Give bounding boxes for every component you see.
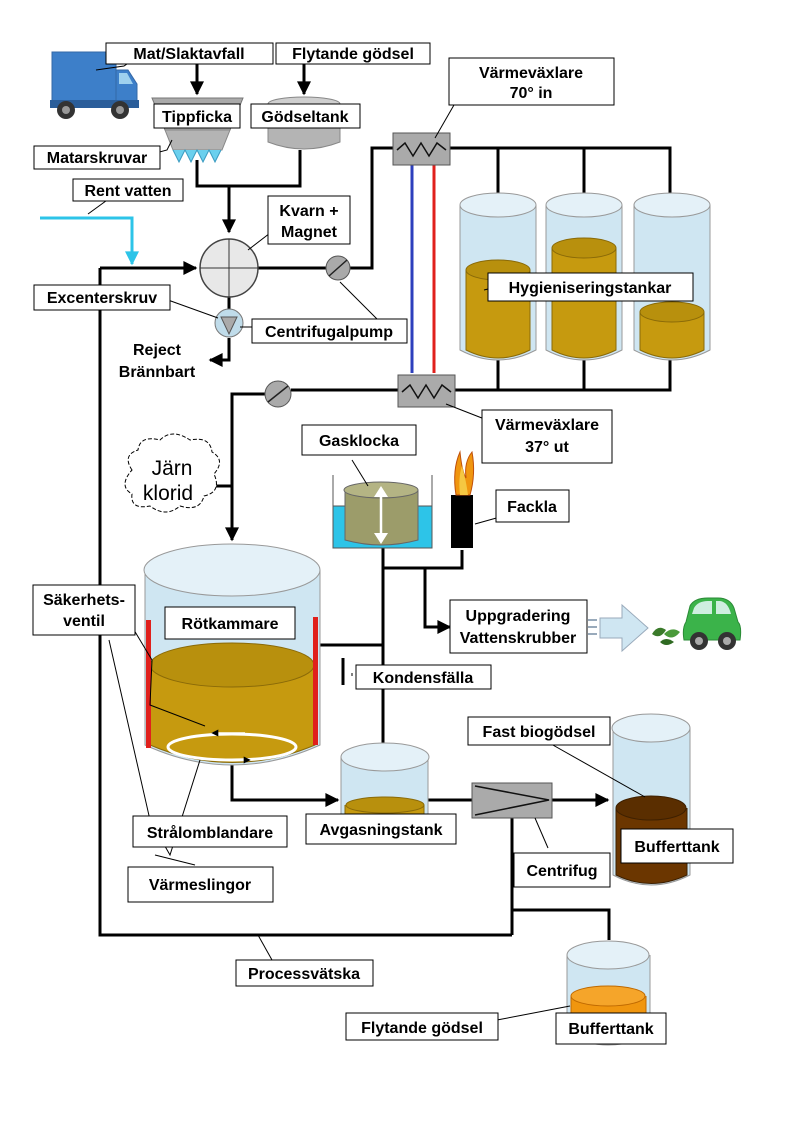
label-godseltank: Gödseltank: [250, 103, 361, 129]
svg-text:Säkerhets-: Säkerhets-: [43, 592, 125, 609]
label-tippficka: Tippficka: [153, 103, 241, 129]
leaf-icon: [652, 627, 680, 645]
label-matarskruvar: Matarskruvar: [33, 145, 161, 170]
svg-text:klorid: klorid: [143, 482, 193, 505]
label-fackla: Fackla: [495, 489, 570, 523]
svg-text:Uppgradering: Uppgradering: [466, 608, 571, 625]
label-stralomblandare: Strålomblandare: [132, 815, 288, 848]
svg-text:Flytande gödsel: Flytande gödsel: [292, 46, 414, 63]
svg-text:Flytande gödsel: Flytande gödsel: [361, 1020, 483, 1037]
svg-text:70° in: 70° in: [510, 85, 553, 102]
svg-text:37° ut: 37° ut: [525, 439, 569, 456]
svg-text:Fast biogödsel: Fast biogödsel: [483, 724, 596, 741]
svg-text:Reject: Reject: [133, 342, 182, 359]
label-varmevaxlare-70: Värmeväxlare 70° in: [448, 57, 615, 106]
svg-text:Vattenskrubber: Vattenskrubber: [460, 630, 576, 647]
label-kondensfalla: Kondensfälla: [355, 664, 492, 690]
svg-text:Järn: Järn: [152, 457, 193, 480]
svg-text:Brännbart: Brännbart: [119, 364, 196, 381]
svg-text:Centrifug: Centrifug: [526, 863, 597, 880]
label-bufferttank-2: Bufferttank: [555, 1012, 667, 1045]
label-rotkammare: Rötkammare: [164, 606, 296, 640]
label-varmeslingor: Värmeslingor: [127, 866, 274, 903]
svg-text:Fackla: Fackla: [507, 499, 557, 516]
label-flytande-godsel-bottom: Flytande gödsel: [345, 1012, 499, 1041]
heat-exchanger-70: [392, 132, 451, 166]
svg-text:Bufferttank: Bufferttank: [634, 839, 719, 856]
svg-text:Strålomblandare: Strålomblandare: [147, 824, 273, 842]
svg-text:Processvätska: Processvätska: [248, 966, 360, 983]
label-processvatska: Processvätska: [235, 959, 374, 987]
svg-text:Centrifugalpump: Centrifugalpump: [265, 324, 393, 341]
svg-text:Värmeslingor: Värmeslingor: [149, 877, 251, 894]
truck-icon: [50, 51, 139, 119]
centrifug-decanter: [471, 782, 553, 819]
kvarn-grinder: [199, 238, 259, 298]
svg-text:Mat/Slaktavfall: Mat/Slaktavfall: [133, 46, 244, 63]
label-uppgradering-vattenskrubber: Uppgradering Vattenskrubber: [449, 599, 588, 654]
car-icon: [682, 597, 742, 650]
label-avgasningstank: Avgasningstank: [305, 813, 457, 845]
svg-text:Värmeväxlare: Värmeväxlare: [495, 417, 599, 434]
label-hygieniseringstankar: Hygieniseringstankar: [487, 272, 694, 302]
rotkammare-digester: [143, 543, 321, 766]
svg-text:Gödseltank: Gödseltank: [261, 109, 348, 126]
svg-text:Rent vatten: Rent vatten: [84, 183, 171, 200]
svg-text:Excenterskruv: Excenterskruv: [47, 290, 157, 307]
label-mat-slaktavfall: Mat/Slaktavfall: [105, 42, 274, 65]
excenterskruv-pump: [214, 308, 244, 338]
svg-text:Magnet: Magnet: [281, 224, 338, 241]
label-flytande-godsel-top: Flytande gödsel: [275, 42, 431, 65]
svg-text:Rötkammare: Rötkammare: [182, 616, 279, 633]
label-rent-vatten: Rent vatten: [72, 178, 184, 202]
label-bufferttank-1: Bufferttank: [620, 828, 734, 864]
label-fast-biogodsel: Fast biogödsel: [467, 716, 611, 746]
gasklocka: [332, 475, 433, 549]
label-sakerhetsventil: Säkerhets- ventil: [32, 584, 136, 636]
svg-text:Tippficka: Tippficka: [162, 109, 232, 126]
label-gasklocka: Gasklocka: [301, 424, 417, 456]
cloud-icon: [124, 433, 220, 513]
label-centrifug: Centrifug: [513, 852, 611, 888]
label-excenterskruv: Excenterskruv: [33, 284, 171, 311]
upgrade-arrow: [588, 603, 649, 653]
svg-text:Kondensfälla: Kondensfälla: [373, 670, 474, 687]
svg-text:Avgasningstank: Avgasningstank: [320, 822, 443, 839]
centrifugal-pump-2: [264, 380, 292, 408]
label-centrifugalpump: Centrifugalpump: [251, 318, 408, 344]
svg-text:Bufferttank: Bufferttank: [568, 1021, 653, 1038]
svg-text:ventil: ventil: [63, 613, 105, 630]
svg-text:Värmeväxlare: Värmeväxlare: [479, 65, 583, 82]
label-jarn-klorid: Järn klorid: [143, 457, 193, 505]
centrifugal-pump-1: [325, 255, 351, 281]
label-varmevaxlare-37: Värmeväxlare 37° ut: [481, 409, 613, 464]
svg-text:Kvarn +: Kvarn +: [279, 203, 338, 220]
svg-text:Hygieniseringstankar: Hygieniseringstankar: [509, 280, 672, 297]
label-kvarn-magnet: Kvarn + Magnet: [267, 195, 351, 245]
heat-exchanger-37: [397, 374, 456, 408]
label-reject-brannbart: Reject Brännbart: [119, 342, 196, 381]
svg-text:Gasklocka: Gasklocka: [319, 433, 399, 450]
flame-icon: [451, 450, 475, 548]
svg-text:Matarskruvar: Matarskruvar: [47, 150, 148, 167]
